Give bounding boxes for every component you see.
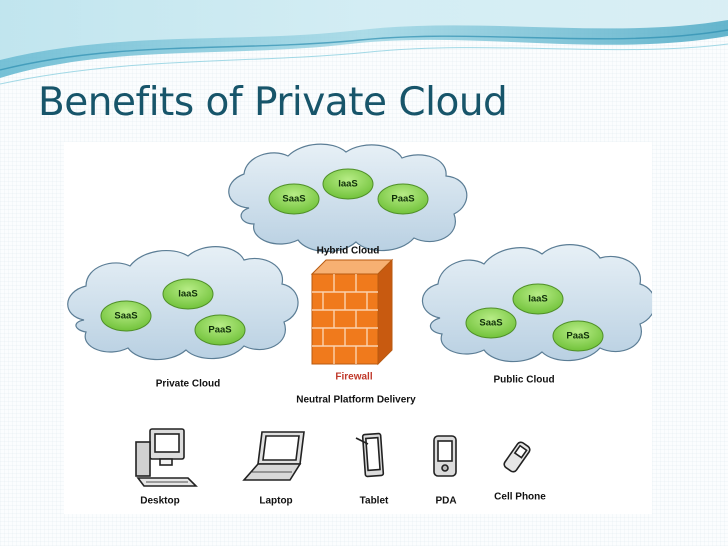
cell-phone-icon xyxy=(503,441,531,473)
service-pill xyxy=(322,168,374,200)
firewall-icon xyxy=(310,258,394,366)
laptop-label: Laptop xyxy=(259,495,293,507)
pda-icon xyxy=(433,435,457,477)
public-saas-label: SaaS xyxy=(479,317,503,329)
service-pill xyxy=(377,183,429,215)
public-paas-label: PaaS xyxy=(566,330,590,342)
public-iaas-label: IaaS xyxy=(528,293,548,305)
hybrid-cloud-label: Hybrid Cloud xyxy=(316,245,380,257)
service-pill xyxy=(100,300,152,332)
private-saas-label: SaaS xyxy=(114,310,138,322)
service-pill xyxy=(552,320,604,352)
service-pill xyxy=(194,314,246,346)
hybrid-saas-label: SaaS xyxy=(282,193,306,205)
hybrid-services xyxy=(268,168,429,215)
private-paas-label: PaaS xyxy=(208,324,232,336)
slide-title: Benefits of Private Cloud xyxy=(38,80,508,125)
public-cloud-label: Public Cloud xyxy=(493,374,555,386)
service-pill xyxy=(465,307,517,339)
hybrid-iaas-label: IaaS xyxy=(338,178,358,190)
neutral-platform-label: Neutral Platform Delivery xyxy=(296,394,416,406)
service-pill xyxy=(162,278,214,310)
cell-phone-label: Cell Phone xyxy=(494,491,546,503)
laptop-icon xyxy=(242,431,305,481)
public-services xyxy=(465,283,604,352)
desktop-label: Desktop xyxy=(140,495,180,507)
tablet-icon xyxy=(355,432,385,478)
private-cloud-label: Private Cloud xyxy=(155,378,221,390)
pda-label: PDA xyxy=(435,495,457,507)
service-pill xyxy=(512,283,564,315)
tablet-label: Tablet xyxy=(359,495,389,507)
private-services xyxy=(100,278,246,346)
hybrid-paas-label: PaaS xyxy=(391,193,415,205)
cloud-diagram: SaaS IaaS PaaS SaaS IaaS PaaS SaaS IaaS … xyxy=(64,142,652,514)
firewall-label: Firewall xyxy=(335,371,373,383)
private-iaas-label: IaaS xyxy=(178,288,198,300)
desktop-icon xyxy=(135,428,198,487)
service-pill xyxy=(268,183,320,215)
header-wave-decoration xyxy=(0,0,728,85)
